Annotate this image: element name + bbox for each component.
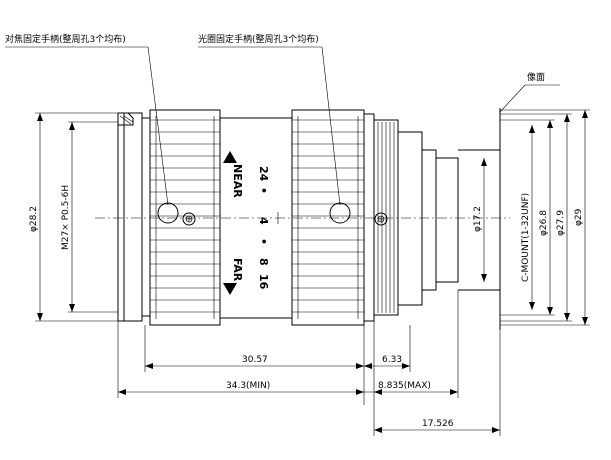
near-label: NEAR — [231, 164, 244, 198]
front-diameter-label: φ28.2 — [29, 206, 39, 232]
filter-thread-label: M27× P0.5-6H — [61, 185, 71, 250]
max-diameter-dimension: φ29 — [500, 109, 590, 326]
length-6-33-label: 6.33 — [382, 355, 402, 365]
body-diameter-dimension: φ27.9 — [500, 113, 572, 322]
body-diameter-label: φ27.9 — [556, 210, 566, 236]
image-plane-marker: 像面 — [499, 71, 560, 330]
image-plane-label: 像面 — [527, 71, 545, 83]
max-diameter-label: φ29 — [574, 208, 584, 226]
aperture-dot-2: • — [257, 238, 270, 245]
iris-ring — [291, 109, 388, 326]
length-8-835-label: 8.835(MAX) — [378, 381, 431, 391]
aperture-4: 4 — [257, 217, 270, 225]
length-17-526-label: 17.526 — [422, 419, 454, 429]
rear-body — [363, 113, 500, 322]
length-34-3-dimension: 34.3(MIN) — [117, 321, 364, 398]
aperture-dot-1: • — [257, 187, 270, 194]
length-17-526-dimension: 17.526 — [373, 330, 501, 436]
front-barrel — [117, 112, 150, 322]
rear-diameter-label: φ17.2 — [473, 206, 483, 232]
filter-thread-dimension: M27× P0.5-6H — [61, 121, 118, 313]
far-arrow-icon — [223, 283, 237, 295]
length-6-33-dimension: 6.33 — [364, 325, 411, 372]
front-diameter-dimension: φ28.2 — [29, 112, 118, 322]
length-34-3-label: 34.3(MIN) — [226, 381, 270, 391]
length-8-835-dimension: 8.835(MAX) — [364, 290, 459, 398]
mount-thread-label: C-MOUNT(1-32UNF) — [521, 193, 531, 282]
focus-screw-callout: 对焦固定手柄(整周孔3个均布) — [5, 33, 169, 206]
length-30-57-label: 30.57 — [242, 355, 268, 365]
aperture-scale: 24 • 4 • 8 16 — [257, 166, 270, 290]
mount-thread-dimension: C-MOUNT(1-32UNF) — [521, 125, 535, 310]
mount-diameter-dimension: φ26.8 — [500, 119, 555, 316]
aperture-24: 24 — [257, 166, 270, 182]
focus-screw-label: 对焦固定手柄(整周孔3个均布) — [5, 33, 126, 45]
focus-direction-labels: NEAR FAR — [223, 151, 244, 295]
focus-ring — [149, 109, 221, 326]
iris-screw-callout: 光圈固定手柄(整周孔3个均布) — [198, 33, 341, 206]
aperture-8: 8 — [257, 258, 270, 266]
mount-diameter-label: φ26.8 — [539, 210, 549, 236]
far-label: FAR — [231, 258, 244, 282]
aperture-16: 16 — [257, 274, 270, 290]
iris-screw-label: 光圈固定手柄(整周孔3个均布) — [198, 33, 319, 45]
near-arrow-icon — [223, 151, 237, 163]
rear-diameter-dimension: φ17.2 — [473, 158, 487, 282]
length-30-57-dimension: 30.57 — [144, 325, 365, 405]
